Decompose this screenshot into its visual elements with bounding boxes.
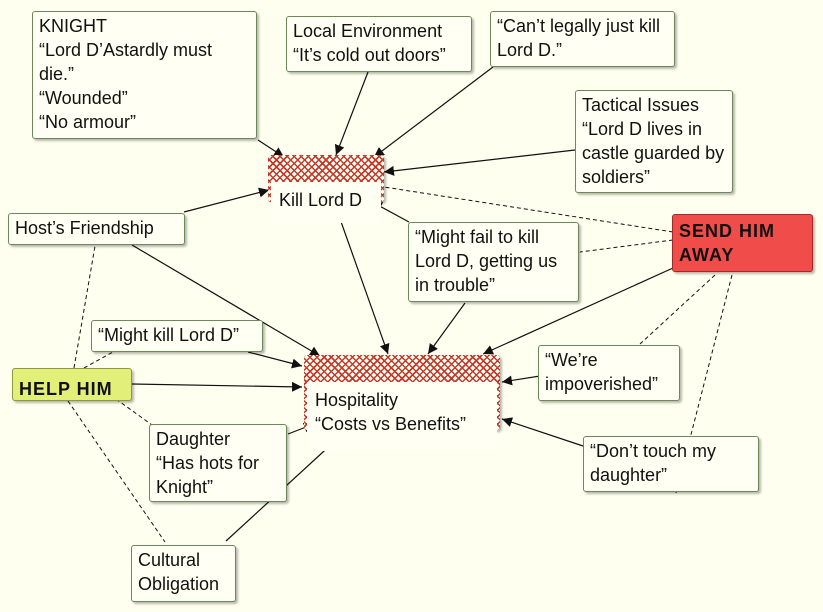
arrow-send-to-hospitality <box>482 267 674 355</box>
arrow-environment-to-kill <box>334 71 369 156</box>
arrow-cant-kill-to-kill <box>373 66 494 158</box>
arrow-tactical-to-kill <box>383 149 576 176</box>
knight-node[interactable]: KNIGHT “Lord D’Astardly must die.” “Woun… <box>32 11 257 139</box>
arrow-might-kill-to-hospitality <box>247 351 303 369</box>
tactical-issues-node[interactable]: Tactical Issues “Lord D lives in castle … <box>575 90 733 193</box>
dashed-send-impoverished <box>639 274 716 345</box>
arrow-friendship-to-kill <box>183 187 270 213</box>
kill-lord-d-label: Kill Lord D <box>271 182 381 223</box>
local-environment-node[interactable]: Local Environment “It’s cold out doors” <box>286 16 472 72</box>
dashed-help-cultural <box>67 400 166 543</box>
dashed-send-might-fail <box>579 239 674 253</box>
arrow-knight-to-kill <box>257 139 285 158</box>
impoverished-node[interactable]: “We’re impoverished” <box>538 345 680 401</box>
arrow-help-to-hospitality <box>131 381 303 392</box>
hosts-friendship-node[interactable]: Host’s Friendship <box>8 213 185 245</box>
cant-legally-kill-node[interactable]: “Can’t legally just kill Lord D.” <box>490 11 675 67</box>
might-fail-node[interactable]: “Might fail to kill Lord D, getting us i… <box>408 222 579 302</box>
kill-lord-d-node[interactable]: Kill Lord D <box>268 155 384 223</box>
arrow-might-fail-to-hospitality <box>427 302 466 355</box>
daughter-node[interactable]: Daughter “Has hots for Knight” <box>149 424 287 502</box>
hospitality-label: Hospitality “Costs vs Benefits” <box>307 382 497 451</box>
dashed-help-might-kill <box>83 351 114 369</box>
arrow-kill-to-hospitality <box>333 201 390 355</box>
help-him-button[interactable]: HELP HIM <box>12 368 132 401</box>
dashed-help-daughter <box>115 398 153 426</box>
cultural-obligation-node[interactable]: Cultural Obligation <box>131 545 236 602</box>
might-kill-node[interactable]: “Might kill Lord D” <box>91 320 263 352</box>
dashed-send-dont-touch <box>675 274 733 494</box>
arrow-impoverished-to-hospitality <box>501 375 541 386</box>
dont-touch-daughter-node[interactable]: “Don’t touch my daughter” <box>583 436 759 492</box>
arrow-dont-touch-to-hospitality <box>501 417 584 447</box>
send-him-away-button[interactable]: SEND HIM AWAY <box>672 214 813 272</box>
hospitality-node[interactable]: Hospitality “Costs vs Benefits” <box>304 355 500 451</box>
arrow-friendship-to-hospitality <box>131 244 321 357</box>
